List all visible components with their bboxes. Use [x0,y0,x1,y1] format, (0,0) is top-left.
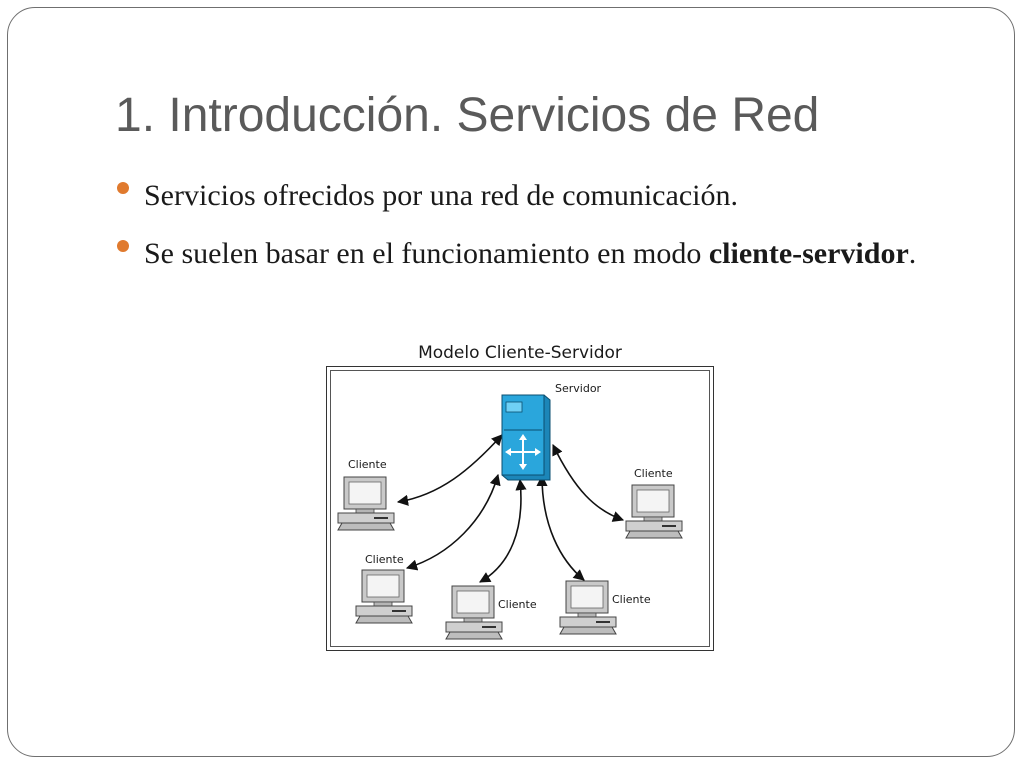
client-computer-icon-1 [337,476,395,531]
bullet-dot-icon [117,182,129,194]
bullet-text-1: Servicios ofrecidos por una red de comun… [144,179,738,212]
bullet-text-2a: Se suelen basar en el funcionamiento en … [144,237,709,270]
bullet-text-2b: . [908,237,917,270]
diagram-canvas: Servidor Cliente Cliente Cliente Cliente… [337,382,683,640]
diagram-title: Modelo Cliente-Servidor [418,343,622,363]
link-arrow-4 [479,478,527,583]
link-arrow-3 [405,473,501,571]
client-label-3: Cliente [365,553,404,566]
bullet-dot-icon [117,240,129,252]
bullet-text-2-bold: cliente-servidor [708,237,909,270]
client-computer-icon-5 [559,580,617,635]
server-icon [501,394,551,481]
client-computer-icon-4 [445,585,503,640]
bullet-list: Servicios ofrecidos por una red de comun… [116,170,966,286]
client-label-4: Cliente [498,598,537,611]
server-label: Servidor [555,382,602,395]
client-server-diagram: Modelo Cliente-Servidor [320,340,720,660]
client-label-5: Cliente [612,593,651,606]
client-computer-icon-2 [625,484,683,539]
slide-title: 1. Introducción. Servicios de Red [115,89,820,142]
bullet-item-1: Servicios ofrecidos por una red de comun… [116,170,966,222]
client-label-2: Cliente [634,467,673,480]
client-computer-icon-3 [355,569,413,624]
link-arrow-2 [552,443,625,522]
client-label-1: Cliente [348,458,387,471]
bullet-item-2: Se suelen basar en el funcionamiento en … [116,228,966,280]
link-arrow-1 [396,434,503,506]
link-arrow-5 [536,474,585,581]
